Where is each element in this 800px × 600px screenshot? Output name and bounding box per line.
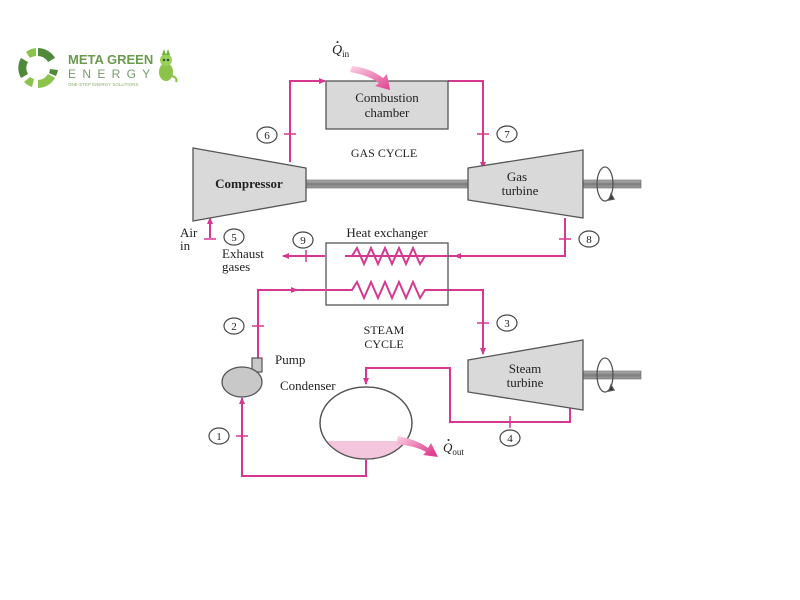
air-label-1: Air bbox=[180, 225, 198, 240]
svg-text:9: 9 bbox=[300, 235, 306, 247]
state-point-3: 3 bbox=[496, 314, 518, 332]
condenser-outline bbox=[319, 386, 413, 460]
hx-gas-coil bbox=[345, 245, 448, 267]
pipe-1 bbox=[239, 397, 367, 477]
logo-line2: E N E R G Y bbox=[68, 67, 152, 81]
exhaust-label-2: gases bbox=[222, 259, 250, 274]
steam-rotation-icon bbox=[596, 357, 616, 393]
svg-text:8: 8 bbox=[586, 234, 592, 246]
logo-tagline: ONE-STEP ENERGY SOLUTIONS bbox=[68, 82, 138, 87]
condenser-label: Condenser bbox=[280, 378, 336, 393]
steam-turbine bbox=[467, 339, 584, 411]
q-out-dot bbox=[447, 439, 450, 441]
pipe-2 bbox=[257, 289, 325, 362]
svg-text:4: 4 bbox=[507, 433, 513, 445]
air-label-2: in bbox=[180, 238, 191, 253]
pipe-3 bbox=[448, 289, 486, 355]
state-point-9: 9 bbox=[292, 231, 314, 249]
svg-text:5: 5 bbox=[231, 232, 237, 244]
steam-output-shaft bbox=[582, 370, 642, 380]
gas-turbine-label-1: Gas bbox=[507, 169, 527, 184]
state-point-2: 2 bbox=[223, 317, 245, 335]
steam-turbine-label-2: turbine bbox=[507, 375, 544, 390]
combustion-label-2: chamber bbox=[365, 105, 410, 120]
gas-cycle-pipes bbox=[207, 78, 566, 259]
pipe-8 bbox=[345, 218, 566, 257]
state-point-1: 1 bbox=[208, 427, 230, 445]
pipe-4 bbox=[363, 367, 571, 423]
svg-text:1: 1 bbox=[216, 431, 222, 443]
pipe-6 bbox=[289, 78, 326, 162]
meta-green-energy-logo: META GREEN E N E R G Y ONE-STEP ENERGY S… bbox=[18, 48, 178, 88]
swirl-logo-icon bbox=[18, 48, 58, 88]
q-in-arrow-icon bbox=[350, 66, 390, 90]
logo-line1: META GREEN bbox=[68, 52, 153, 67]
gas-turbine-label-2: turbine bbox=[502, 183, 539, 198]
state-point-7: 7 bbox=[496, 125, 518, 143]
pipe-7 bbox=[448, 80, 486, 169]
q-out-symbol: Qout bbox=[443, 440, 464, 457]
state-point-5: 5 bbox=[223, 228, 245, 246]
exhaust-label-1: Exhaust bbox=[222, 246, 264, 261]
svg-text:6: 6 bbox=[264, 130, 270, 142]
compressor-label: Compressor bbox=[215, 176, 283, 191]
gas-output-shaft bbox=[582, 179, 642, 189]
gas-turbine bbox=[467, 149, 584, 219]
q-out-arrow-icon bbox=[396, 436, 438, 457]
pump-label: Pump bbox=[275, 352, 305, 367]
compressor bbox=[192, 147, 307, 222]
steam-cycle-pipes bbox=[239, 287, 571, 477]
gas-cycle-title: GAS CYCLE bbox=[351, 146, 417, 160]
q-in-symbol: Qin bbox=[332, 43, 350, 59]
combustion-label-1: Combustion bbox=[355, 90, 419, 105]
dragon-mascot-icon bbox=[159, 49, 178, 83]
state-ticks bbox=[204, 133, 571, 437]
heat-exchanger-label: Heat exchanger bbox=[346, 225, 428, 240]
steam-cycle-title-1: STEAM bbox=[364, 323, 405, 337]
steam-cycle-title-2: CYCLE bbox=[364, 337, 403, 351]
state-point-6: 6 bbox=[256, 126, 278, 144]
svg-text:3: 3 bbox=[504, 318, 510, 330]
state-point-4: 4 bbox=[499, 429, 521, 447]
state-point-8: 8 bbox=[578, 230, 600, 248]
heat-exchanger bbox=[325, 242, 449, 306]
gas-rotation-icon bbox=[596, 166, 616, 202]
hx-steam-coil bbox=[326, 279, 448, 301]
svg-text:2: 2 bbox=[231, 321, 237, 333]
q-in-dot bbox=[336, 41, 339, 43]
gas-shaft bbox=[305, 179, 469, 189]
steam-turbine-label-1: Steam bbox=[509, 361, 542, 376]
svg-text:7: 7 bbox=[504, 129, 510, 141]
pump bbox=[221, 366, 263, 398]
